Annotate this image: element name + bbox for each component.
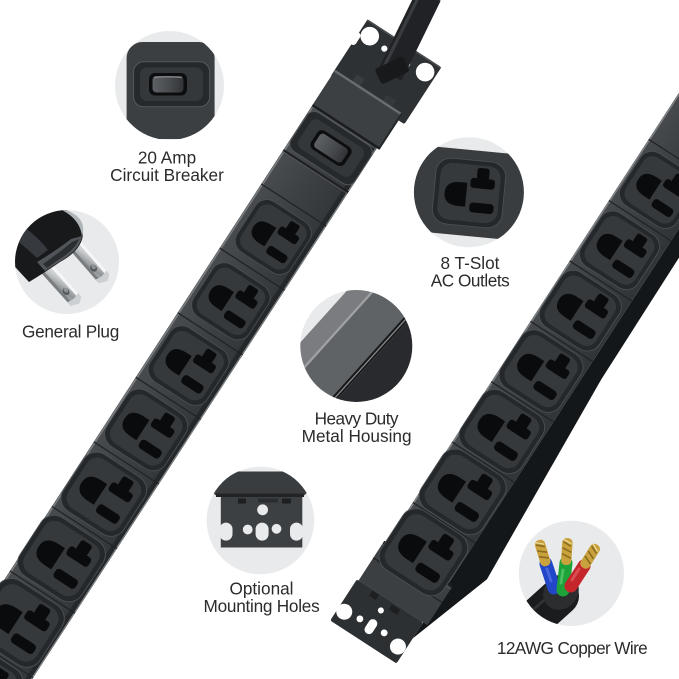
svg-text:AC Outlets: AC Outlets — [431, 271, 510, 291]
svg-text:Mounting Holes: Mounting Holes — [204, 596, 320, 616]
svg-text:Optional: Optional — [229, 579, 293, 599]
svg-text:20 Amp: 20 Amp — [138, 147, 196, 167]
svg-text:General Plug: General Plug — [22, 321, 119, 341]
svg-text:Circuit Breaker: Circuit Breaker — [110, 165, 224, 185]
svg-text:12AWG Copper Wire: 12AWG Copper Wire — [497, 638, 647, 658]
svg-text:Metal Housing: Metal Housing — [302, 426, 412, 446]
svg-text:Heavy Duty: Heavy Duty — [315, 409, 399, 429]
svg-text:8 T-Slot: 8 T-Slot — [441, 253, 500, 273]
